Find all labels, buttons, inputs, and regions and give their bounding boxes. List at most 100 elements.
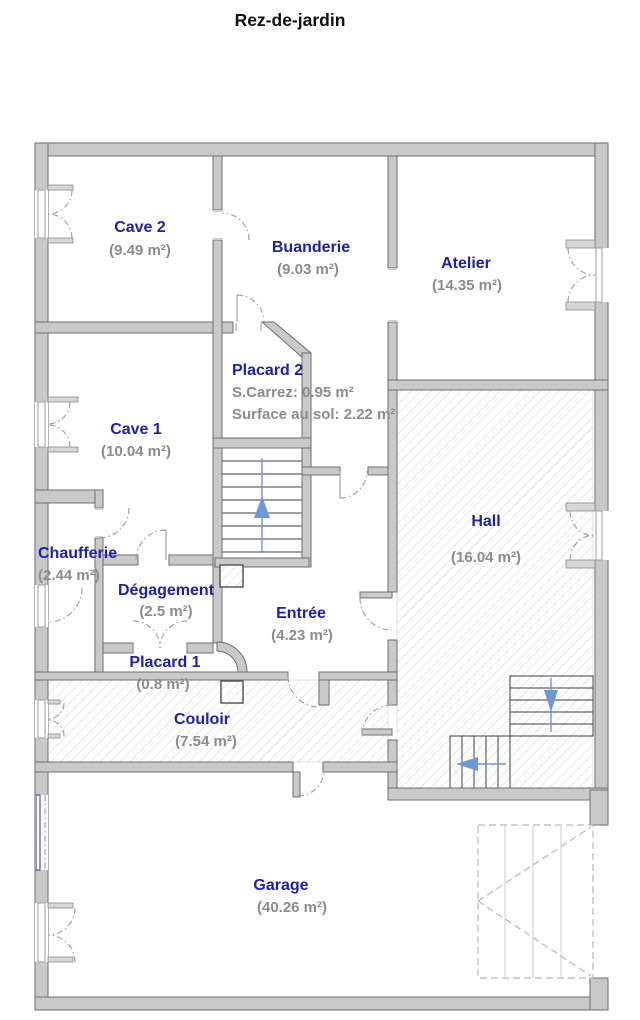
window-glazing [37, 401, 46, 448]
pillar [219, 564, 244, 588]
opening-jambs [95, 210, 397, 538]
casement-arc [47, 401, 71, 425]
room-area-atelier: (14.35 m²) [432, 277, 502, 294]
door-arc [98, 507, 130, 539]
page-title: Rez-de-jardin [235, 10, 346, 30]
garage-door-outline [477, 824, 594, 979]
window-symbols [35, 184, 603, 963]
window-reveal [47, 237, 74, 244]
window-reveal [565, 502, 596, 512]
wall-segment [212, 437, 312, 449]
door-arc [569, 534, 596, 561]
door-leaf [361, 728, 393, 736]
swing-arcs [47, 189, 596, 963]
stair-up-arrowhead [254, 496, 270, 518]
hatched-zones [47, 389, 594, 789]
door-arc [297, 769, 325, 797]
wall-segment [387, 155, 398, 269]
window-reveal [47, 902, 74, 909]
door-arc [361, 704, 393, 736]
door-arc [132, 620, 161, 649]
room-label-placard-2: Placard 2 [232, 362, 303, 379]
window-glazing [37, 699, 46, 739]
hall-hatched-floor [396, 389, 594, 789]
room-area-placard-1: (0.8 m²) [136, 676, 189, 693]
wall-segment [318, 671, 398, 681]
wall-segment [186, 642, 214, 654]
stair-down-arrowhead [544, 690, 558, 712]
room-label-degagement: Dégagement [118, 582, 215, 599]
door-arc [135, 529, 167, 561]
casement-arc [47, 424, 71, 448]
wall-segment [102, 554, 139, 566]
wall-segment [387, 379, 609, 391]
door-arc [221, 212, 250, 241]
wall-segment [589, 977, 609, 1011]
window-reveal [47, 446, 79, 453]
room-labels: Rez-de-jardin Cave 2 (9.49 m²) Buanderie… [38, 10, 521, 916]
room-area-cave-2: (9.49 m²) [109, 242, 171, 259]
room-label-cave-2: Cave 2 [114, 219, 166, 236]
room-area-placard-2-floor: Surface au sol: 2.22 m² [232, 406, 395, 423]
casement-arc [47, 907, 76, 936]
casement-arc [47, 934, 76, 963]
room-label-cave-1: Cave 1 [110, 421, 162, 438]
window-glazing [37, 189, 46, 239]
room-label-couloir: Couloir [174, 711, 230, 728]
wall-segment [214, 557, 310, 568]
room-label-hall: Hall [471, 513, 500, 530]
main-staircase-up [221, 447, 303, 559]
wall-segment [34, 489, 99, 504]
casement-arc [47, 213, 73, 239]
wall-segment [168, 554, 214, 566]
window-glazing [595, 247, 603, 303]
room-area-chaufferie: (2.44 m²) [38, 567, 100, 584]
casement-arc [47, 587, 83, 623]
window-reveal [565, 559, 596, 569]
door-arc [569, 510, 596, 537]
window-reveal [47, 956, 74, 963]
wall-segment [318, 679, 330, 706]
garage-door-swing [477, 826, 592, 977]
room-label-buanderie: Buanderie [272, 239, 350, 256]
window-reveal [47, 396, 79, 403]
door-leaf [292, 771, 301, 798]
wall-segment [387, 321, 398, 593]
room-area-degagement: (2.5 m²) [139, 603, 192, 620]
room-area-entree: (4.23 m²) [271, 627, 333, 644]
door-arc [287, 675, 320, 708]
room-label-entree: Entrée [276, 605, 326, 622]
casement-arc [47, 702, 65, 720]
room-area-couloir: (7.54 m²) [175, 733, 237, 750]
door-arc [159, 620, 188, 649]
wall-segment [589, 789, 609, 826]
door-arc [236, 294, 265, 323]
door-arc [339, 470, 368, 499]
pillar [220, 680, 244, 704]
wall-segment [387, 787, 609, 801]
room-label-garage: Garage [253, 877, 308, 894]
garage-door-symbol [477, 824, 594, 979]
wall-segment [34, 321, 234, 334]
room-area-buanderie: (9.03 m²) [277, 261, 339, 278]
stair-flight-outline [509, 675, 594, 737]
stair-left-arrowhead [456, 757, 478, 771]
wall-segment [34, 996, 609, 1011]
curved-wall [216, 641, 248, 673]
couloir-hatched-floor [47, 679, 389, 763]
wall-segment [301, 466, 341, 476]
wall-segment [34, 142, 609, 157]
room-label-chaufferie: Chaufferie [38, 545, 117, 562]
window-reveal [47, 699, 61, 705]
window-reveal [565, 301, 596, 311]
wall-segment [212, 155, 223, 211]
fixed-window [35, 794, 41, 871]
casement-arc [47, 719, 65, 737]
window-reveal [47, 184, 74, 191]
window-reveal [565, 239, 596, 249]
wall-segment [102, 642, 134, 654]
walls [34, 142, 609, 1011]
casement-arc [567, 274, 596, 303]
